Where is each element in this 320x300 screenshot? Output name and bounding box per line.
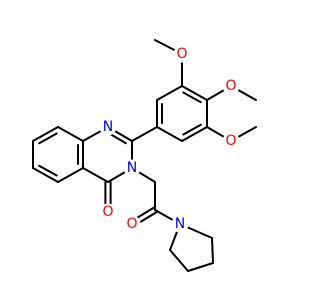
- bond-Q5-Q6: [57, 126, 84, 142]
- atom-label-oam: O: [126, 216, 137, 232]
- bond-N1-C2-b: [108, 132, 127, 145]
- bond-A2-A3: [156, 85, 183, 101]
- atom-background-oam: [123, 215, 141, 233]
- bond-PyA-PyB: [169, 249, 189, 272]
- atom-background-om2: [222, 77, 240, 95]
- bond-A5-A6-b: [182, 123, 202, 136]
- bond-Q2-Q3-b: [38, 164, 58, 177]
- atom-background-o4: [99, 203, 117, 221]
- atom-background-n1: [99, 118, 117, 136]
- atom-label-npyr: N: [175, 216, 185, 232]
- bond-PyB-PyC: [187, 262, 214, 272]
- bond-A6-A1: [156, 126, 183, 142]
- bond-A5-A6-a: [181, 126, 208, 142]
- bond-Q3-Q4: [57, 167, 84, 183]
- bond-layer: [32, 39, 257, 272]
- atom-background-om1: [173, 45, 191, 63]
- bond-PyC-PyD: [211, 237, 214, 264]
- atom-label-o4: O: [102, 204, 113, 220]
- atom-background-om3: [222, 132, 240, 150]
- bond-Q6-Q1-a: [32, 126, 59, 142]
- atom-background-npyr: [171, 215, 189, 233]
- bond-C4-Q4: [82, 167, 109, 183]
- atom-label-om3: O: [225, 133, 236, 149]
- bond-C2-A1: [131, 126, 158, 142]
- atom-label-n1: N: [103, 119, 113, 135]
- bond-Q6-Q1-b: [38, 132, 58, 145]
- atom-label-om1: O: [176, 46, 187, 62]
- bond-Q2-Q3-a: [32, 167, 59, 183]
- bond-A3-A4-b: [182, 91, 202, 104]
- bond-A3-A4-a: [181, 85, 208, 101]
- atom-label-om2: O: [225, 78, 236, 94]
- atom-background-n3: [123, 159, 141, 177]
- atom-label-n3: N: [127, 160, 137, 176]
